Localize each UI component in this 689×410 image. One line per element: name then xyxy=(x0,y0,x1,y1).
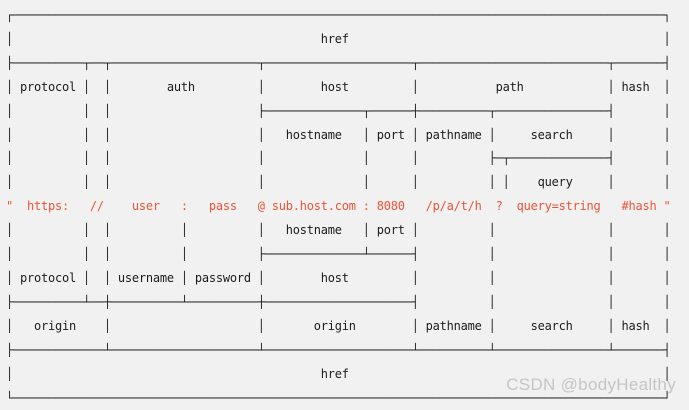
url-anatomy-diagram: ┌───────────────────────────────────────… xyxy=(6,4,671,410)
top-section-divider: ├──────────┬──┬─────────────────────┬───… xyxy=(6,52,671,76)
labels-origin-pathname-search-hash: │ origin │ │ origin │ pathname │ search … xyxy=(6,315,671,339)
origin-divider: ├──────────┴──┼──────────┴──────────┼───… xyxy=(6,291,671,315)
host-path-subdivider: │ │ │ ├──────────────┬──────┼──────────┬… xyxy=(6,100,671,124)
label-query-row: │ │ │ │ │ │ │ │ query │ │ xyxy=(6,171,671,195)
href-top-label-row: │ href │ xyxy=(6,28,671,52)
labels-protocol-auth-host-path-hash: │ protocol │ │ auth │ host │ path │ hash… xyxy=(6,76,671,100)
labels-hostname-port-pathname-search: │ │ │ │ hostname │ port │ pathname │ sea… xyxy=(6,124,671,148)
diagram-top-border: ┌───────────────────────────────────────… xyxy=(6,4,671,28)
csdn-watermark: CSDN @bodyHealthy xyxy=(506,375,676,395)
host-merge-divider: │ │ │ │ ├──────────────┴──────┤ │ │ │ xyxy=(6,243,671,267)
labels-protocol-username-password-host: │ protocol │ │ username │ password │ hos… xyxy=(6,267,671,291)
bottom-merge-divider: ├─────────────┴─────────────────────┴───… xyxy=(6,339,671,363)
labels-hostname-port-bottom: │ │ │ │ │ hostname │ port │ │ │ │ xyxy=(6,219,671,243)
url-example-string: " https: // user : pass @ sub.host.com :… xyxy=(6,195,671,219)
query-subdivider: │ │ │ │ │ │ ├─┬──────────────┤ │ xyxy=(6,147,671,171)
